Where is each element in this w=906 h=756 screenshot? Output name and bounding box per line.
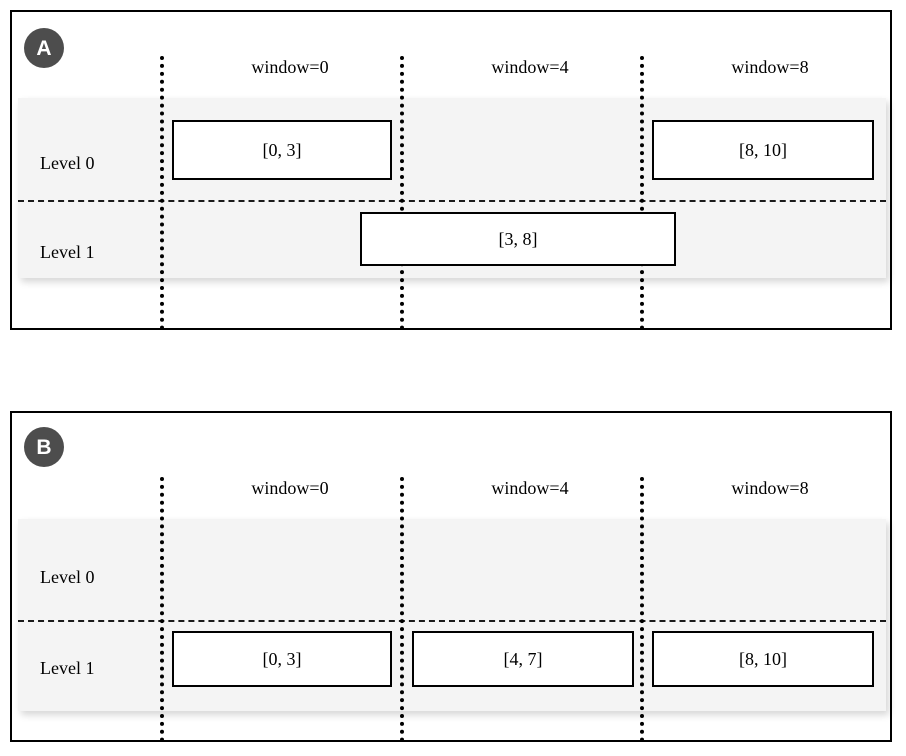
transition-group: Strict window compaction, window = 4 xyxy=(0,330,906,729)
window-label-1: window=4 xyxy=(491,478,569,498)
window-label-2: window=8 xyxy=(731,57,809,77)
window-label-1: window=4 xyxy=(491,57,569,77)
panel-b: B window=0 window=4 window=8 Level 0 Lev… xyxy=(10,411,892,742)
range-box: [3, 8] xyxy=(360,212,676,266)
range-box: [4, 7] xyxy=(412,631,634,687)
range-box: [0, 3] xyxy=(172,631,392,687)
panel-b-level-divider xyxy=(18,620,886,622)
panel-b-window-labels: window=0 window=4 window=8 xyxy=(12,473,890,503)
window-label-0: window=0 xyxy=(251,57,329,77)
panel-a-level-divider xyxy=(18,200,886,202)
range-box: [8, 10] xyxy=(652,631,874,687)
panel-a-level-1-label: Level 1 xyxy=(40,242,95,262)
panel-a-window-boundary-2 xyxy=(640,56,644,330)
range-box: [0, 3] xyxy=(172,120,392,180)
panel-a-badge: A xyxy=(24,28,64,68)
panel-a-window-boundary-1 xyxy=(400,56,404,330)
panel-b-level-1-label: Level 1 xyxy=(40,658,95,678)
panel-b-level-0-label: Level 0 xyxy=(40,567,95,587)
panel-b-window-boundary-2 xyxy=(640,477,644,742)
panel-a-window-boundary-0 xyxy=(160,56,164,330)
panel-b-window-boundary-0 xyxy=(160,477,164,742)
panel-a: A window=0 window=4 window=8 Level 0 Lev… xyxy=(10,10,892,330)
range-box: [8, 10] xyxy=(652,120,874,180)
panel-a-window-labels: window=0 window=4 window=8 xyxy=(12,52,890,82)
window-label-2: window=8 xyxy=(731,478,809,498)
panel-b-badge: B xyxy=(24,427,64,467)
panel-a-level-0-label: Level 0 xyxy=(40,153,95,173)
panel-b-window-boundary-1 xyxy=(400,477,404,742)
window-label-0: window=0 xyxy=(251,478,329,498)
